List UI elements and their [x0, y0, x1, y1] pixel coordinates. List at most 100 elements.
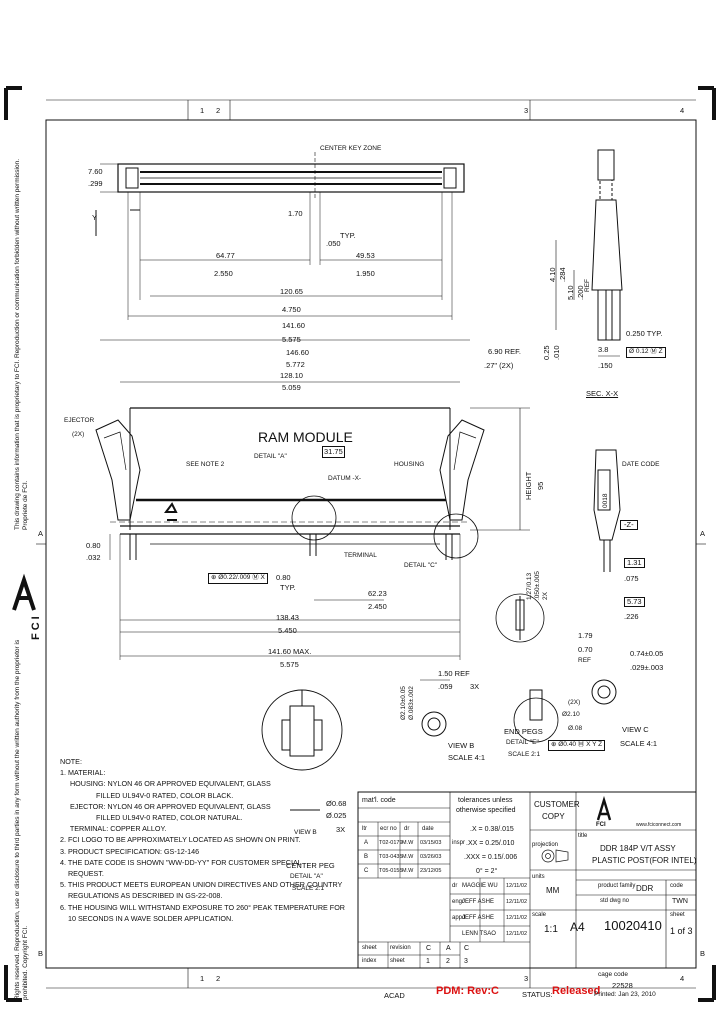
- dim-typ-front: TYP.: [280, 583, 296, 592]
- note-line: EJECTOR: NYLON 46 OR APPROVED EQUIVALENT…: [60, 801, 271, 811]
- tb-tol-3: .XXX = 0.15/.006: [464, 854, 518, 861]
- dim-side: 1.27/0.13: [526, 572, 533, 600]
- dim-010: .010: [552, 345, 561, 360]
- dim-v-b: Ø2.10±0.05: [400, 686, 407, 720]
- margin-copyright-text: Rights reserved. Reproduction, use or di…: [14, 639, 29, 1000]
- tol-end-frame: ⊕ Ø0.40 Ⓜ X Y Z: [548, 740, 606, 751]
- dim-131: 1.31: [624, 558, 645, 568]
- label-ejector: EJECTOR: [64, 417, 95, 424]
- label-ram-module: RAM MODULE: [258, 429, 353, 445]
- tb-code-val: TWN: [672, 898, 688, 905]
- tb-rev-date: date: [422, 826, 434, 832]
- dim-150: .150: [598, 361, 613, 370]
- dim-2550: 2.550: [214, 269, 233, 278]
- note-line: TERMINAL: COPPER ALLOY.: [60, 824, 167, 834]
- dim-5059: 5.059: [282, 383, 301, 392]
- dim-5575: 5.575: [282, 335, 301, 344]
- dim-070: 0.70: [578, 645, 593, 654]
- dim-d025: Ø.025: [326, 811, 347, 820]
- tb-title-2: PLASTIC POST(FOR INTEL): [592, 856, 697, 865]
- footer-released: Released: [552, 985, 601, 997]
- label-sec-xx: SEC. X-X: [586, 389, 619, 398]
- tb-rev-a-date: 03/15/03: [420, 840, 442, 846]
- dim-side-in: .050±.005: [534, 571, 541, 600]
- tb-idx-1: 1: [426, 958, 430, 965]
- tb-tol-4: 0° = 2°: [476, 868, 498, 875]
- dim-5772: 5.772: [286, 360, 305, 369]
- dim-height: HEIGHT: [524, 471, 533, 500]
- tb-rev-c-dr: M.W: [402, 868, 414, 874]
- tb-sheet2: sheet: [390, 958, 405, 964]
- tb-appd-name: JEFF ASHE: [462, 915, 495, 921]
- zone-top-1: 1: [200, 106, 205, 115]
- label-detail-e: DETAIL "E": [506, 739, 539, 746]
- tb-copy: COPY: [542, 812, 565, 821]
- margin-proprietary-text: This drawing contains information that i…: [14, 158, 29, 530]
- dim-14660: 146.60: [286, 348, 309, 357]
- label-detail-c: DETAIL "C": [404, 562, 438, 569]
- dim-050: .050: [326, 239, 341, 248]
- footer-status: STATUS:: [522, 990, 553, 999]
- tb-revision: revision: [390, 945, 411, 951]
- dim-12810: 128.10: [280, 371, 303, 380]
- tb-projection: projection: [532, 842, 559, 848]
- dim-0250typ: 0.250 TYP.: [626, 329, 663, 338]
- label-scale-c: SCALE 4:1: [620, 739, 658, 748]
- note-line: FILLED UL94V-0 RATED, COLOR NATURAL.: [60, 813, 243, 823]
- note-line: 5. THIS PRODUCT MEETS EUROPEAN UNION DIR…: [60, 880, 343, 890]
- zone-bottom-4: 4: [680, 974, 685, 983]
- tb-rev-b-ecr: T03-0435: [379, 854, 403, 860]
- tb-appd2-date: 12/11/02: [506, 931, 528, 937]
- tb-rev-b-dr: M.W: [402, 854, 414, 860]
- dim-6477: 64.77: [216, 251, 235, 260]
- label-ejector-qty: (2X): [72, 431, 85, 438]
- dim-059: .059: [438, 682, 453, 691]
- tb-idx-3: 3: [464, 958, 468, 965]
- footer-cage-code: cage code: [598, 971, 628, 978]
- note-line: 10 SECONDS IN A WAVE SOLDER APPLICATION.: [60, 913, 234, 923]
- margin-fci-logo: FCI: [30, 613, 42, 640]
- note-line: 6. THE HOUSING WILL WITHSTAND EXPOSURE T…: [60, 902, 345, 912]
- tb-sheet-label: sheet: [670, 912, 685, 918]
- dim-573: 5.73: [624, 597, 645, 607]
- dim-d210: Ø2.10: [562, 711, 580, 718]
- note-line: 2. FCI LOGO TO BE APPROXIMATELY LOCATED …: [60, 835, 301, 845]
- tb-tolerances: tolerances unless: [458, 797, 513, 804]
- label-view-b-center: VIEW B: [294, 829, 317, 836]
- dim-4750: 4.750: [282, 305, 301, 314]
- label-terminal: TERMINAL: [344, 552, 377, 559]
- notes-title: NOTE:: [60, 757, 82, 766]
- dim-3x-center: 3X: [336, 825, 346, 834]
- dim-150ref: 1.50 REF: [438, 669, 470, 678]
- dim-14160: 141.60: [282, 321, 305, 330]
- tb-rev-a-ecr: T02-0179: [379, 840, 403, 846]
- tb-rev-a-ltr: A: [364, 840, 369, 846]
- note-line: REGULATIONS AS DESCRIBED IN GS-22-008.: [60, 891, 223, 901]
- dim-3175: 31.75: [322, 446, 345, 458]
- dim-14160max: 141.60 MAX.: [268, 647, 312, 656]
- footer-printed: Printed: Jan 23, 2010: [594, 991, 656, 998]
- dim-ref-end: REF: [578, 657, 591, 664]
- label-center-key-zone: CENTER KEY ZONE: [320, 145, 382, 152]
- tb-engr-name: JEFF ASHE: [462, 899, 495, 905]
- notes-block: NOTE: 1. MATERIAL: HOUSING: NYLON 46 OR …: [60, 756, 345, 924]
- tb-otherwise: otherwise specified: [456, 807, 516, 814]
- dim-029: .029±.003: [630, 663, 664, 672]
- label-detail-a: DETAIL "A": [254, 453, 287, 460]
- tb-rev-c-ecr: T05-0155: [379, 868, 403, 874]
- tb-customer: CUSTOMER: [534, 800, 580, 809]
- dim-690: 6.90 REF.: [488, 347, 521, 356]
- dim-38: 3.8: [598, 345, 609, 354]
- tb-inspr: inspr: [452, 840, 466, 846]
- tb-dwg-label: std dwg no: [600, 898, 630, 904]
- dim-075: .075: [624, 574, 639, 583]
- dim-080: 0.80: [86, 541, 101, 550]
- footer-pdm: PDM: Rev:C: [436, 985, 499, 997]
- note-line: 4. THE DATE CODE IS SHOWN "WW-DD-YY" FOR…: [60, 857, 302, 867]
- zone-top-4: 4: [680, 106, 685, 115]
- tb-website: www.fciconnect.com: [636, 822, 682, 828]
- tb-tol-1: .X = 0.38/.015: [470, 826, 514, 833]
- tb-size-val: A4: [570, 920, 585, 934]
- tb-product-val: DDR: [636, 884, 654, 893]
- dim-5575-front: 5.575: [280, 660, 299, 669]
